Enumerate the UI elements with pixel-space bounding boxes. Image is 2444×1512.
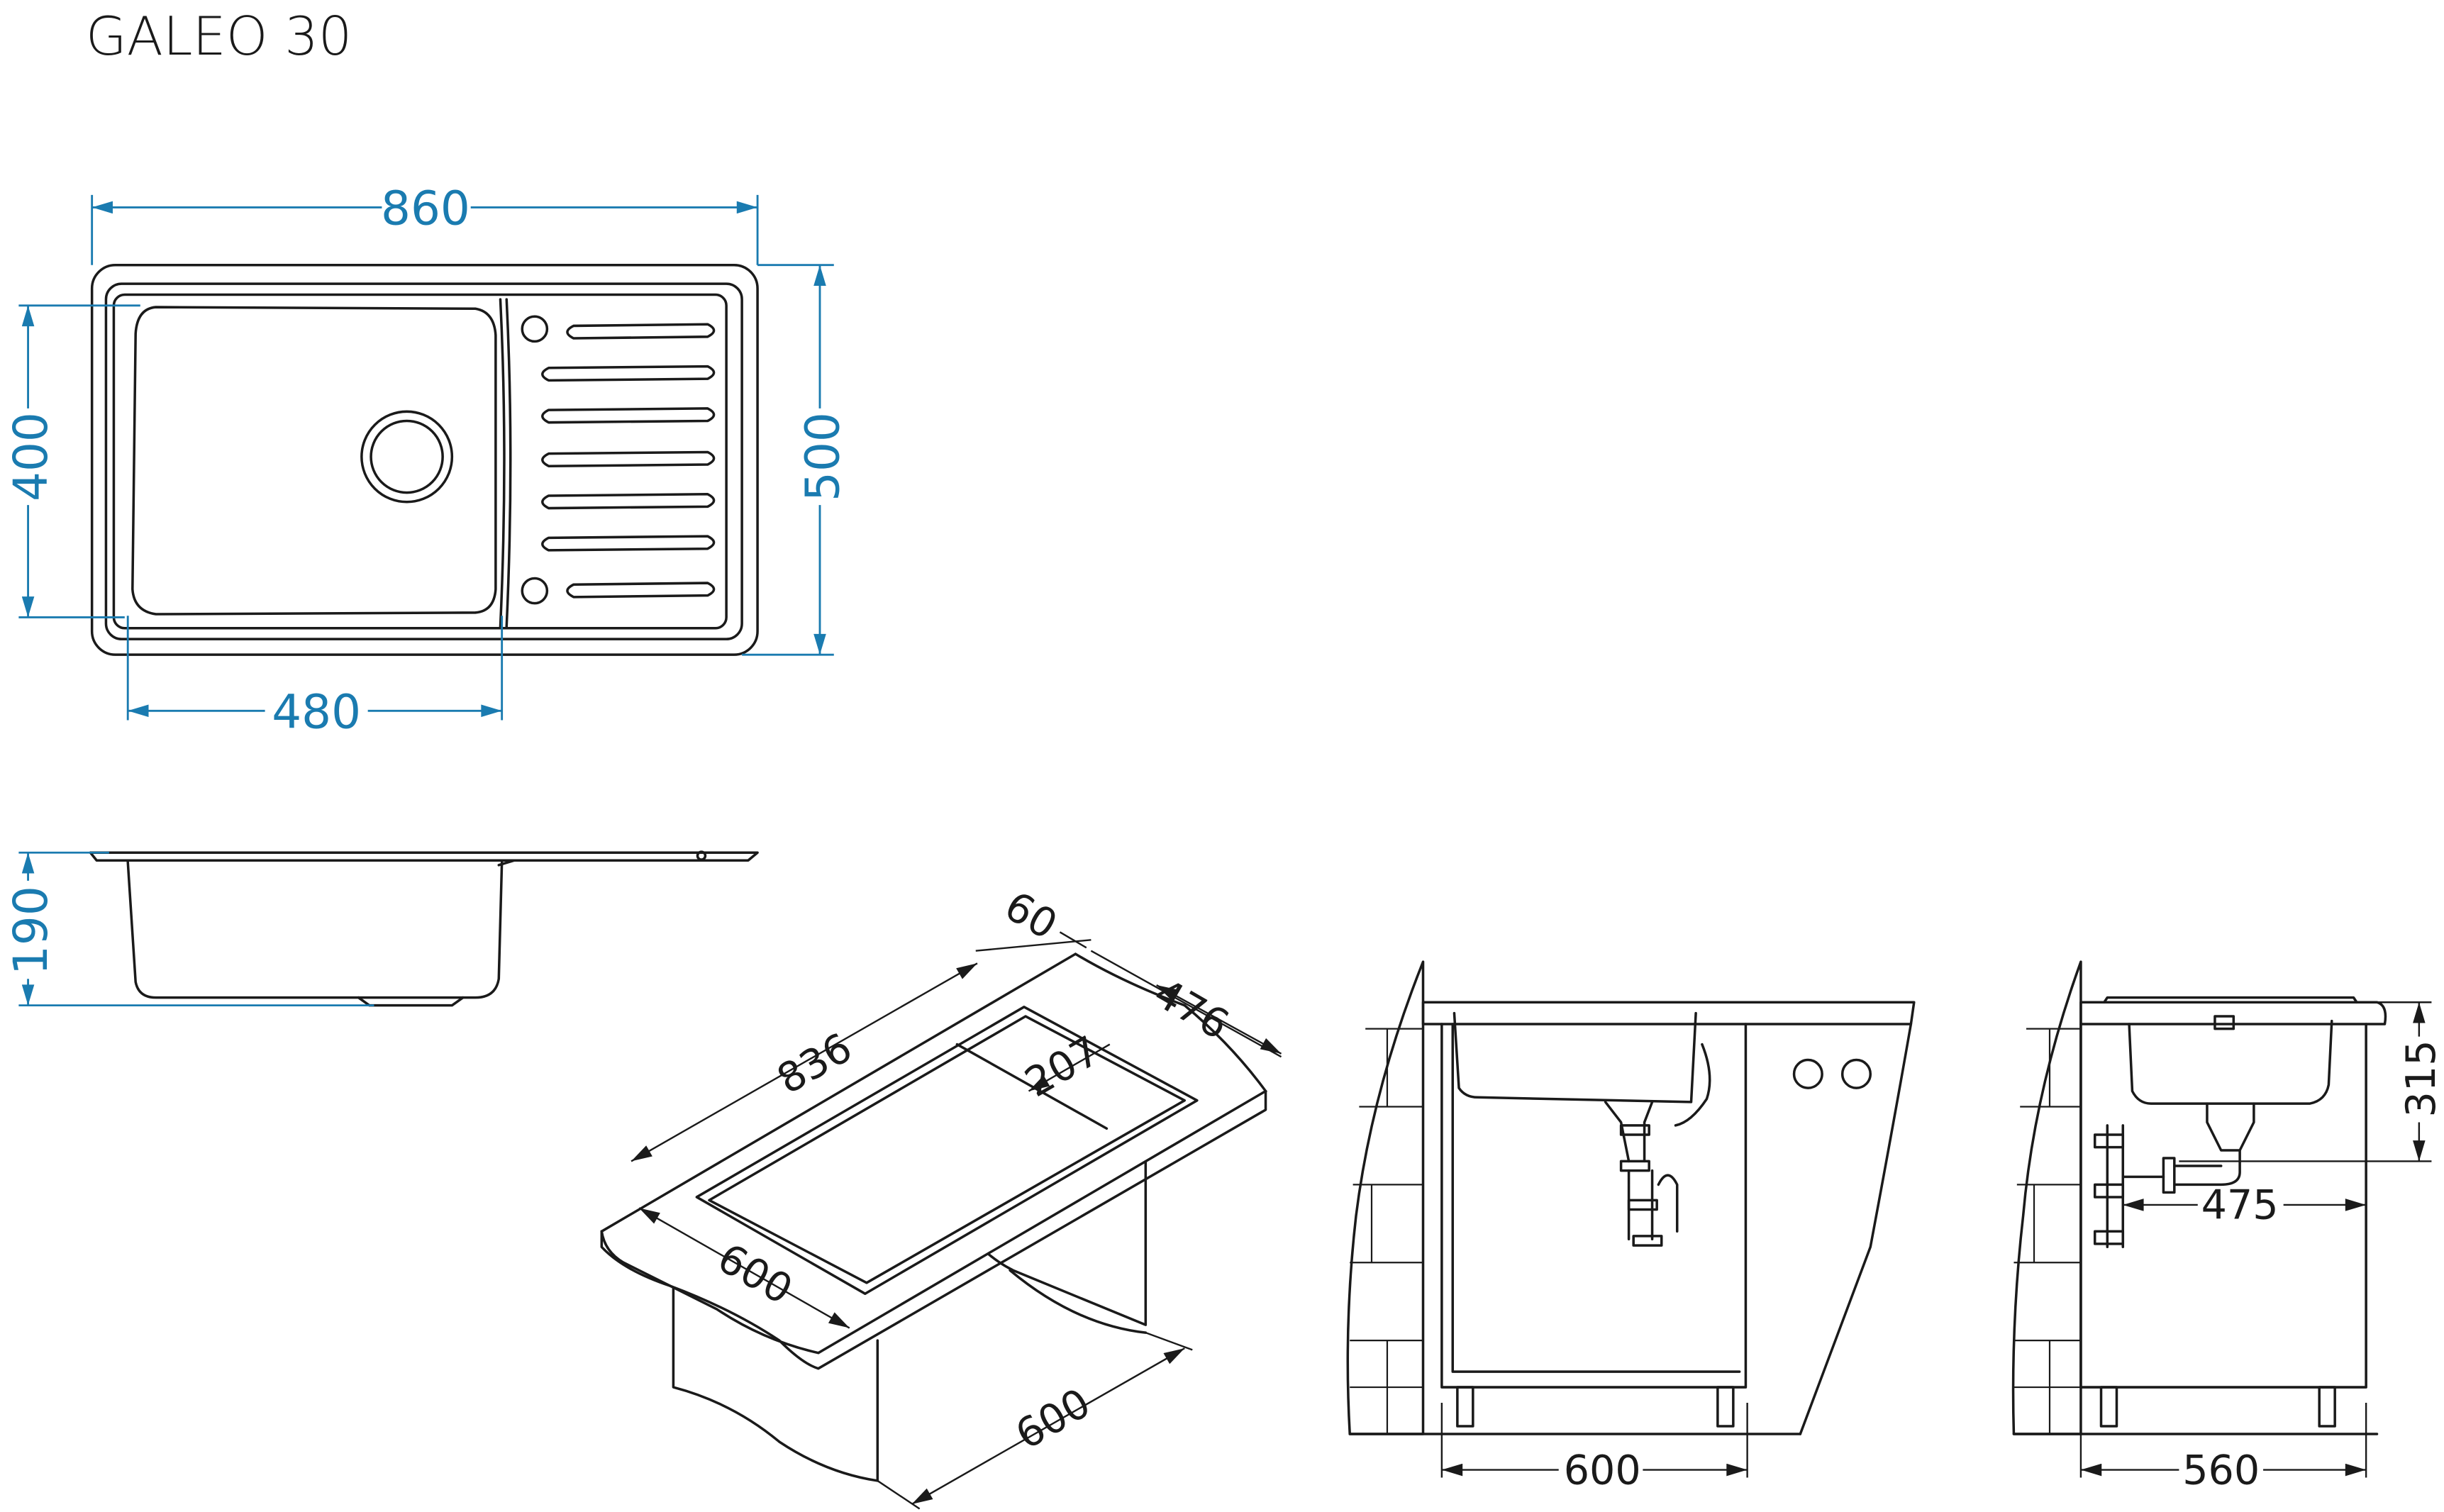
drain-inner — [370, 419, 444, 494]
dim-width: 860 — [381, 182, 470, 236]
dim-outlet-distance: 475 — [2201, 1182, 2279, 1229]
product-title: GALEO 30 — [86, 6, 352, 67]
isometric-view: 836 60 476 207 600 600 — [600, 883, 1282, 1510]
side-installation-view: 315 475 560 — [2011, 960, 2444, 1494]
drainer-grooves — [541, 323, 716, 599]
dim-install-width: 600 — [1564, 1447, 1641, 1494]
side-view: 190 — [4, 852, 759, 1005]
dim-install-depth: 560 — [2182, 1447, 2260, 1494]
dim-bowl-width: 480 — [272, 684, 361, 739]
dim-depth: 500 — [795, 412, 850, 501]
drain-outer — [360, 410, 454, 504]
top-view: 860 400 500 480 — [4, 182, 850, 740]
bowl-outline — [131, 306, 497, 616]
dim-bowl-depth: 400 — [4, 412, 58, 501]
dim-rim: 60 — [996, 883, 1065, 950]
dim-drain-depth: 315 — [2398, 1040, 2444, 1117]
front-installation-view: 600 — [1346, 960, 1916, 1494]
dim-height: 190 — [4, 886, 58, 975]
dim-cabinet-side: 600 — [1008, 1379, 1098, 1459]
